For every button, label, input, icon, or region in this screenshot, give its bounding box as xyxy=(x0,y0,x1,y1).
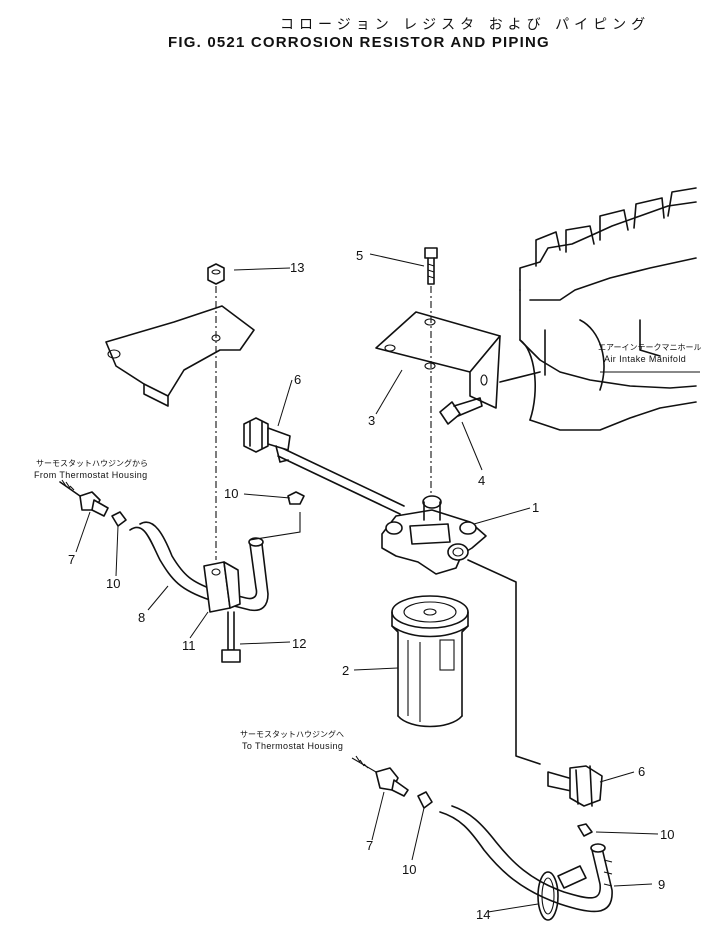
bolt-5 xyxy=(424,247,438,285)
clamp-10-left xyxy=(111,511,127,527)
tube-head-to-lower-fitting xyxy=(467,559,541,765)
support-bracket xyxy=(105,305,255,407)
bracket xyxy=(375,311,501,409)
callout-8: 8 xyxy=(138,610,145,625)
resistor-head xyxy=(381,495,487,575)
air-intake-manifold xyxy=(499,187,697,431)
fitting-7-lower xyxy=(351,755,409,797)
callout-2: 2 xyxy=(342,663,349,678)
fitting-upper xyxy=(243,417,291,463)
callout-5: 5 xyxy=(356,248,363,263)
callout-4: 4 xyxy=(478,473,485,488)
nut-13 xyxy=(207,263,225,285)
callout-1: 1 xyxy=(532,500,539,515)
callout-9: 9 xyxy=(658,877,665,892)
callout-3: 3 xyxy=(368,413,375,428)
bracket-11 xyxy=(203,561,241,613)
callout-7-left: 7 xyxy=(68,552,75,567)
note-to-thermostat-jp: サーモスタットハウジングへ xyxy=(240,729,344,739)
callout-11: 11 xyxy=(182,638,196,653)
tube-head-to-fitting xyxy=(277,455,401,515)
clamp-10-lower xyxy=(417,791,433,809)
callout-numbers: 1 2 3 4 5 6 6 7 7 8 9 10 10 10 10 11 12 … xyxy=(68,248,674,922)
bolt-4 xyxy=(439,397,483,425)
callout-6-lower: 6 xyxy=(638,764,645,779)
callout-13: 13 xyxy=(290,260,304,275)
callout-10-upper: 10 xyxy=(224,486,238,501)
callout-10-right: 10 xyxy=(660,827,674,842)
hose-9 xyxy=(439,805,613,913)
leader-lines xyxy=(75,253,700,913)
callout-6-upper: 6 xyxy=(294,372,301,387)
callout-7-lower: 7 xyxy=(366,838,373,853)
note-manifold-jp: エアーインテークマニホールド xyxy=(598,343,701,352)
callout-12: 12 xyxy=(292,636,306,651)
callout-14: 14 xyxy=(476,907,490,922)
hose-clamp-14 xyxy=(537,865,587,921)
filter-cartridge xyxy=(391,595,469,728)
callout-10-left: 10 xyxy=(106,576,120,591)
fitting-lower xyxy=(547,765,603,807)
callout-10-lower: 10 xyxy=(402,862,416,877)
note-to-thermostat-en: To Thermostat Housing xyxy=(242,741,343,751)
figure-title-japanese: コロージョン レジスタ および パイピング xyxy=(280,17,651,33)
note-from-thermostat-jp: サーモスタットハウジングから xyxy=(36,458,148,468)
bolt-12 xyxy=(221,611,241,663)
figure-title: FIG. 0521 CORROSION RESISTOR AND PIPING xyxy=(168,34,550,51)
clamp-10-upper xyxy=(287,491,305,505)
clamp-10-right xyxy=(577,823,593,837)
note-from-thermostat-en: From Thermostat Housing xyxy=(34,470,148,480)
fitting-7-left xyxy=(59,479,109,517)
note-manifold-en: Air Intake Manifold xyxy=(604,354,686,364)
hose-8 xyxy=(129,521,269,612)
annotation-notes: サーモスタットハウジングから From Thermostat Housing サ… xyxy=(34,343,701,751)
